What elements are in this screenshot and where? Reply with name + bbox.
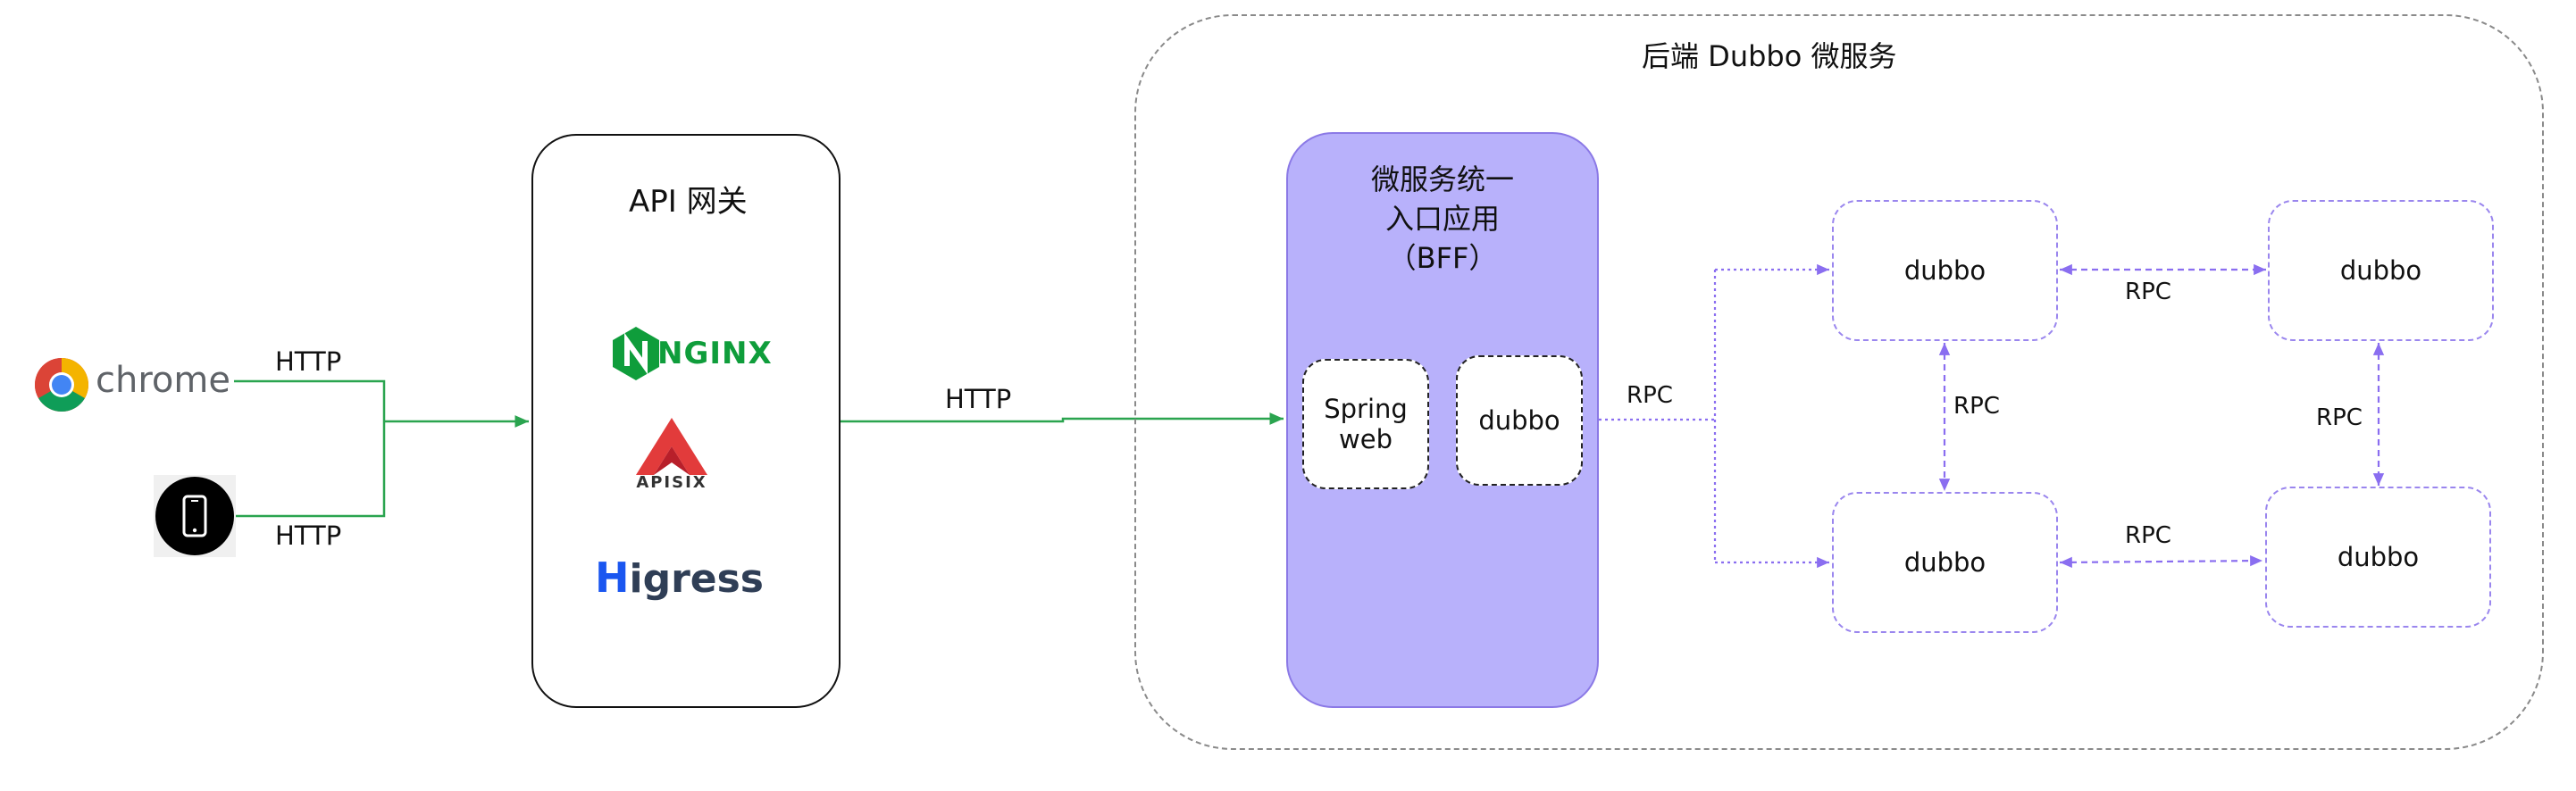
dubbo-service-top-left-label: dubbo <box>1903 255 1986 286</box>
dubbo-service-bottom-right: dubbo <box>2265 487 2491 628</box>
backend-title: 后端 Dubbo 微服务 <box>1642 39 1897 73</box>
dubbo-service-bottom-right-label: dubbo <box>2337 542 2420 572</box>
api-gateway-title: API 网关 <box>629 184 748 220</box>
dubbo-service-bottom-left: dubbo <box>1832 492 2058 633</box>
spring-web-box: Spring web <box>1302 359 1429 489</box>
dubbo-service-bottom-left-label: dubbo <box>1903 547 1986 578</box>
bff-dubbo-box: dubbo <box>1456 355 1583 486</box>
dubbo-service-top-left: dubbo <box>1832 200 2058 341</box>
edge-chrome-http <box>234 379 386 421</box>
apisix-logo: APISIX <box>625 416 718 496</box>
bff-title-line2: 入口应用 <box>1384 202 1500 236</box>
chrome-icon <box>34 357 89 412</box>
edge-chrome-http-label: HTTP <box>275 346 342 377</box>
spring-web-label-line2: web <box>1339 424 1393 454</box>
apisix-mountain-icon <box>636 418 707 475</box>
chrome-label: chrome <box>96 360 230 401</box>
mobile-phone-icon <box>154 475 236 557</box>
dubbo-service-top-right: dubbo <box>2268 200 2494 341</box>
higress-logo: Higress <box>595 554 774 604</box>
nginx-hexagon-icon <box>613 327 659 380</box>
edge-rpc-right-label: RPC <box>2316 404 2363 431</box>
bff-title-line1: 微服务统一 <box>1370 162 1514 196</box>
bff-dubbo-label: dubbo <box>1478 405 1560 436</box>
backend-container <box>1134 14 2544 750</box>
edge-rpc-bottom-label: RPC <box>2125 522 2171 549</box>
edge-gateway-http-label: HTTP <box>945 384 1012 414</box>
dubbo-service-top-right-label: dubbo <box>2339 255 2422 286</box>
api-gateway-box <box>531 134 841 708</box>
edge-mobile-http <box>234 421 386 518</box>
nginx-logo-text: NGINX <box>657 336 773 371</box>
edge-rpc-bottom <box>2059 554 2263 569</box>
edge-bff-rpc-label: RPC <box>1627 382 1673 409</box>
apisix-logo-text: APISIX <box>636 473 707 492</box>
edge-rpc-top-label: RPC <box>2125 279 2171 305</box>
bff-title-line3: （BFF） <box>1387 241 1498 275</box>
spring-web-label-line1: Spring <box>1324 394 1408 424</box>
nginx-logo: NGINX <box>607 325 772 382</box>
higress-logo-text: igress <box>629 556 765 602</box>
edge-gateway-to-bff <box>841 412 1284 425</box>
higress-logo-h: H <box>595 554 630 602</box>
edge-mobile-http-label: HTTP <box>275 520 342 551</box>
edge-rpc-left-label: RPC <box>1953 393 2000 420</box>
